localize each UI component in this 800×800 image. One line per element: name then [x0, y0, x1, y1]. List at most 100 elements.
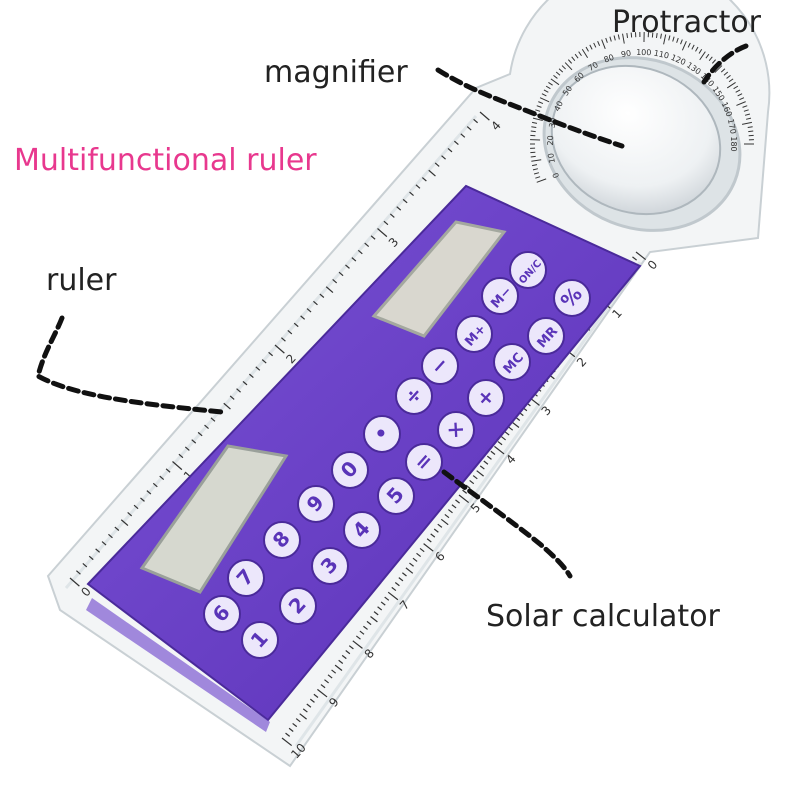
- key-19[interactable]: ON/C: [509, 251, 547, 289]
- tick: [508, 426, 514, 431]
- tick: [462, 489, 468, 494]
- protractor-tick: [605, 37, 608, 43]
- key-8[interactable]: %: [553, 279, 591, 317]
- tick: [204, 424, 209, 430]
- tick: [306, 703, 312, 708]
- tick: [223, 402, 231, 410]
- key-11[interactable]: 8: [263, 521, 301, 559]
- tick: [299, 713, 307, 720]
- key-4[interactable]: 5: [377, 477, 415, 515]
- protractor-tick: [680, 39, 683, 45]
- key-face: [263, 521, 301, 559]
- tick: [348, 645, 354, 650]
- key-16[interactable]: −: [421, 347, 459, 385]
- protractor-tick: [538, 101, 544, 104]
- key-17[interactable]: M+: [455, 315, 493, 353]
- tick: [306, 308, 312, 313]
- tick: [152, 482, 158, 488]
- key-face: [467, 379, 505, 417]
- leader-lines: [35, 43, 749, 579]
- protractor-tick: [589, 44, 593, 50]
- key-15[interactable]: ÷: [395, 377, 433, 415]
- protractor-number: 110: [653, 49, 670, 61]
- protractor-number: 80: [603, 53, 616, 65]
- tick: [255, 366, 261, 371]
- key-10[interactable]: 7: [227, 559, 265, 597]
- tick: [486, 455, 492, 460]
- tick: [274, 344, 285, 354]
- tick: [127, 512, 133, 517]
- protractor-tick: [561, 65, 566, 70]
- protractor-tick: [545, 85, 551, 90]
- tick: [455, 499, 460, 504]
- key-1[interactable]: 2: [279, 587, 317, 625]
- tick: [426, 538, 432, 543]
- tick: [210, 417, 216, 422]
- tick: [405, 567, 414, 574]
- tick: [401, 572, 407, 577]
- key-7[interactable]: MR: [527, 317, 565, 355]
- label-solar-calculator: Solar calculator: [486, 599, 720, 634]
- tick: [248, 373, 254, 379]
- key-5[interactable]: =: [405, 443, 443, 481]
- protractor-number: 20: [546, 135, 555, 146]
- key-face: [421, 347, 459, 385]
- tick: [184, 446, 190, 451]
- protractor-tick: [555, 71, 561, 76]
- tick: [295, 718, 301, 723]
- tick: [473, 118, 479, 124]
- protractor-number: 180: [729, 136, 738, 151]
- key-9[interactable]: 6: [203, 595, 241, 633]
- tick: [101, 541, 107, 546]
- protractor-tick: [735, 89, 741, 93]
- protractor-tick: [532, 121, 538, 124]
- protractor-tick: [747, 126, 753, 128]
- tick: [451, 504, 457, 509]
- tick: [421, 177, 427, 182]
- key-2[interactable]: 3: [311, 547, 349, 585]
- protractor-tick: [681, 40, 687, 51]
- protractor-tick: [739, 97, 745, 101]
- tick: [380, 601, 386, 606]
- protractor-tick: [617, 34, 620, 40]
- key-3[interactable]: 4: [343, 511, 381, 549]
- tick: [479, 465, 485, 470]
- protractor-tick: [695, 46, 699, 52]
- key-14[interactable]: •: [363, 415, 401, 453]
- key-20[interactable]: ×: [437, 411, 475, 449]
- solar-cell: [371, 220, 507, 338]
- leader-protractor: [701, 43, 749, 85]
- key-face: [311, 547, 349, 585]
- magnifier-lens: [542, 56, 742, 232]
- protractor-tick: [601, 39, 606, 50]
- tick: [236, 388, 241, 393]
- protractor-tick: [558, 68, 564, 73]
- tick: [384, 596, 390, 601]
- protractor-tick: [581, 48, 589, 58]
- tick: [338, 271, 344, 277]
- tick: [389, 213, 395, 218]
- key-13[interactable]: 0: [331, 451, 369, 489]
- key-12[interactable]: 9: [297, 485, 335, 523]
- tick: [345, 264, 350, 269]
- tick: [351, 257, 357, 262]
- protractor-tick: [705, 53, 710, 59]
- protractor-tick: [737, 93, 743, 97]
- protractor-tick: [622, 33, 625, 44]
- tick: [165, 468, 171, 473]
- protractor-tick: [532, 164, 538, 167]
- tick: [313, 693, 319, 698]
- key-18[interactable]: M−: [481, 277, 519, 315]
- key-0[interactable]: 1: [241, 621, 279, 659]
- protractor-tick: [743, 109, 749, 112]
- tick: [317, 688, 328, 698]
- key-6[interactable]: +: [467, 379, 505, 417]
- protractor-tick: [535, 176, 541, 179]
- tick: [341, 654, 347, 660]
- tick: [300, 315, 306, 320]
- tick: [373, 611, 379, 616]
- tick: [440, 518, 449, 526]
- tick: [402, 198, 408, 204]
- ruler-edge-highlight: [64, 115, 642, 747]
- key-21[interactable]: MC: [493, 343, 531, 381]
